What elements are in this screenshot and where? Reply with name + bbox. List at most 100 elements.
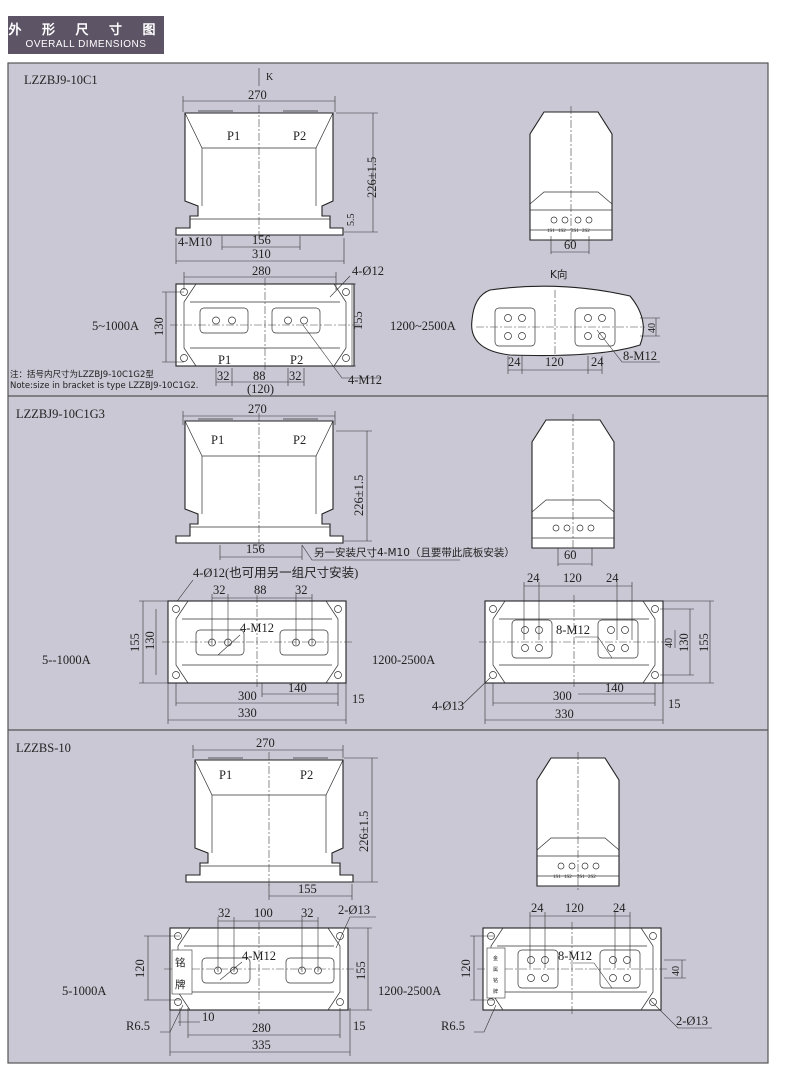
dim-width: 270 — [256, 736, 275, 750]
dim-k-pad-b: 24 — [591, 355, 604, 369]
dim-depth: 155 — [697, 633, 711, 652]
thread-label: 4-M12 — [240, 621, 274, 635]
terminal-2s1: 2S1 — [577, 875, 585, 880]
k-view-outline — [471, 285, 644, 357]
alt-mount-note: 另一安装尺寸4-M10（且要带此底板安装） — [314, 546, 515, 559]
dim-pad-a: 32 — [218, 906, 231, 920]
model-label: LZZBS-10 — [16, 741, 71, 755]
nameplate — [171, 949, 193, 995]
dim-edge: 15 — [668, 697, 681, 711]
dim-pad-b: 32 — [301, 906, 314, 920]
dim-width: 270 — [248, 402, 267, 416]
terminal-p2: P2 — [300, 768, 313, 782]
metal-nameplate-char-3: 铭 — [493, 977, 498, 984]
dim-pad-a: 32 — [213, 583, 226, 597]
dim-row-gap: 40 — [647, 323, 658, 333]
current-range: 1200-2500A — [378, 984, 441, 998]
dim-depth-inner: 120 — [459, 959, 473, 978]
nameplate-char-1: 铭 — [175, 956, 186, 969]
dim-height: 226±1.5 — [352, 475, 366, 516]
terminal-1s2: 1S2 — [558, 229, 566, 234]
thread-label: 4-M12 — [348, 373, 382, 387]
dim-edge: 15 — [353, 1019, 366, 1033]
dim-width: 330 — [238, 706, 257, 720]
drawing-panel — [7, 62, 769, 1064]
k-view-title: K向 — [550, 268, 567, 281]
dim-terminal-span: 60 — [564, 238, 577, 252]
dim-k-pad-a: 24 — [508, 355, 521, 369]
dim-height: 226±1.5 — [365, 157, 379, 198]
dim-k-pad-gap: 120 — [545, 355, 564, 369]
dim-width: 335 — [252, 1038, 271, 1052]
note-english: Note:size in bracket is type LZZBJ9-10C1… — [10, 381, 199, 391]
dim-depth: 155 — [128, 633, 142, 652]
front-view — [185, 751, 354, 889]
dim-pad-a: 24 — [527, 571, 540, 585]
dim-pad-gap: 88 — [254, 583, 267, 597]
metal-nameplate-char-2: 属 — [493, 967, 498, 973]
plan-p2: P2 — [290, 353, 303, 367]
dim-hole-span: 280 — [252, 1021, 271, 1035]
terminal-p1: P1 — [211, 433, 224, 447]
terminal-1s1: 1S1 — [553, 875, 561, 880]
dim-pad-gap: 100 — [254, 906, 273, 920]
side-view — [536, 751, 620, 893]
dim-terminal-span: 60 — [564, 548, 577, 562]
dim-pad-gap: 88 — [253, 369, 266, 383]
title-english: OVERALL DIMENSIONS — [25, 39, 147, 50]
section-lzzbj9-10c1g3: LZZBJ9-10C1G3 270 P1 P2 226±1.5 156 另一安装… — [16, 402, 714, 724]
dim-pad-a: 24 — [531, 901, 544, 915]
section-lzzbs-10: LZZBS-10 270 P1 P2 226±1.5 155 1S1 1S2 2… — [16, 736, 712, 1056]
model-label: LZZBJ9-10C1G3 — [16, 407, 105, 421]
metal-nameplate-char-1: 金 — [493, 955, 498, 962]
dim-alt-span: (120) — [247, 382, 274, 396]
dim-pad-b: 32 — [295, 583, 308, 597]
dim-hole-span: 300 — [238, 689, 257, 703]
nameplate-char-2: 牌 — [175, 978, 186, 991]
radius-label: R6.5 — [441, 1019, 465, 1033]
model-label: LZZBJ9-10C1 — [24, 73, 98, 87]
mount-thread: 4-M10 — [178, 235, 212, 249]
dim-pad-b: 32 — [289, 369, 302, 383]
holes-label: 2-Ø13 — [676, 1014, 708, 1028]
terminal-p1: P1 — [219, 768, 232, 782]
dim-edge: 15 — [352, 692, 365, 706]
dim-depth-inner: 130 — [152, 317, 166, 336]
section-lzzbj9-10c1: LZZBJ9-10C1 K 270 P1 P2 226±1.5 5.5 4-M1… — [10, 68, 660, 396]
plan-view-high-current — [476, 921, 668, 1017]
dim-row-gap: 40 — [671, 966, 682, 976]
front-view — [175, 104, 344, 242]
holes-label: 4-Ø13 — [432, 699, 464, 713]
terminal-2s2: 2S2 — [588, 875, 596, 880]
metal-nameplate — [486, 947, 506, 999]
terminal-p2: P2 — [293, 433, 306, 447]
thread-label: 8-M12 — [558, 949, 592, 963]
dim-slot: 10 — [202, 1010, 215, 1024]
dim-hole-span: 280 — [252, 264, 271, 278]
dim-width: 330 — [555, 707, 574, 721]
dim-base-offset: 5.5 — [346, 214, 357, 227]
dim-mount-span: 156 — [246, 542, 265, 556]
holes-label: 4-Ø12 — [352, 264, 384, 278]
current-range: 5-1000A — [62, 984, 106, 998]
dim-depth-inner: 130 — [143, 631, 157, 650]
terminal-p2: P2 — [293, 129, 306, 143]
dim-base-width: 310 — [252, 247, 271, 261]
plan-p1: P1 — [218, 353, 231, 367]
holes-label: 4-Ø12(也可用另一组尺寸安装) — [193, 565, 358, 580]
dim-width: 270 — [248, 88, 267, 102]
terminal-1s2: 1S2 — [564, 875, 572, 880]
front-view — [175, 412, 344, 550]
terminal-2s1: 2S1 — [571, 229, 579, 234]
title-chinese: 外 形 尺 寸 图 — [8, 23, 164, 38]
plan-view-low-current — [161, 594, 353, 690]
current-range: 5~1000A — [92, 319, 139, 333]
plan-view-low-current — [163, 921, 355, 1017]
k-thread-label: 8-M12 — [623, 349, 657, 363]
plan-view-low-current — [169, 277, 361, 373]
dim-offset: 140 — [288, 681, 307, 695]
k-view-range: 1200~2500A — [390, 319, 456, 333]
title-banner: 外 形 尺 寸 图 OVERALL DIMENSIONS — [8, 16, 164, 54]
dim-pad-gap: 120 — [563, 571, 582, 585]
